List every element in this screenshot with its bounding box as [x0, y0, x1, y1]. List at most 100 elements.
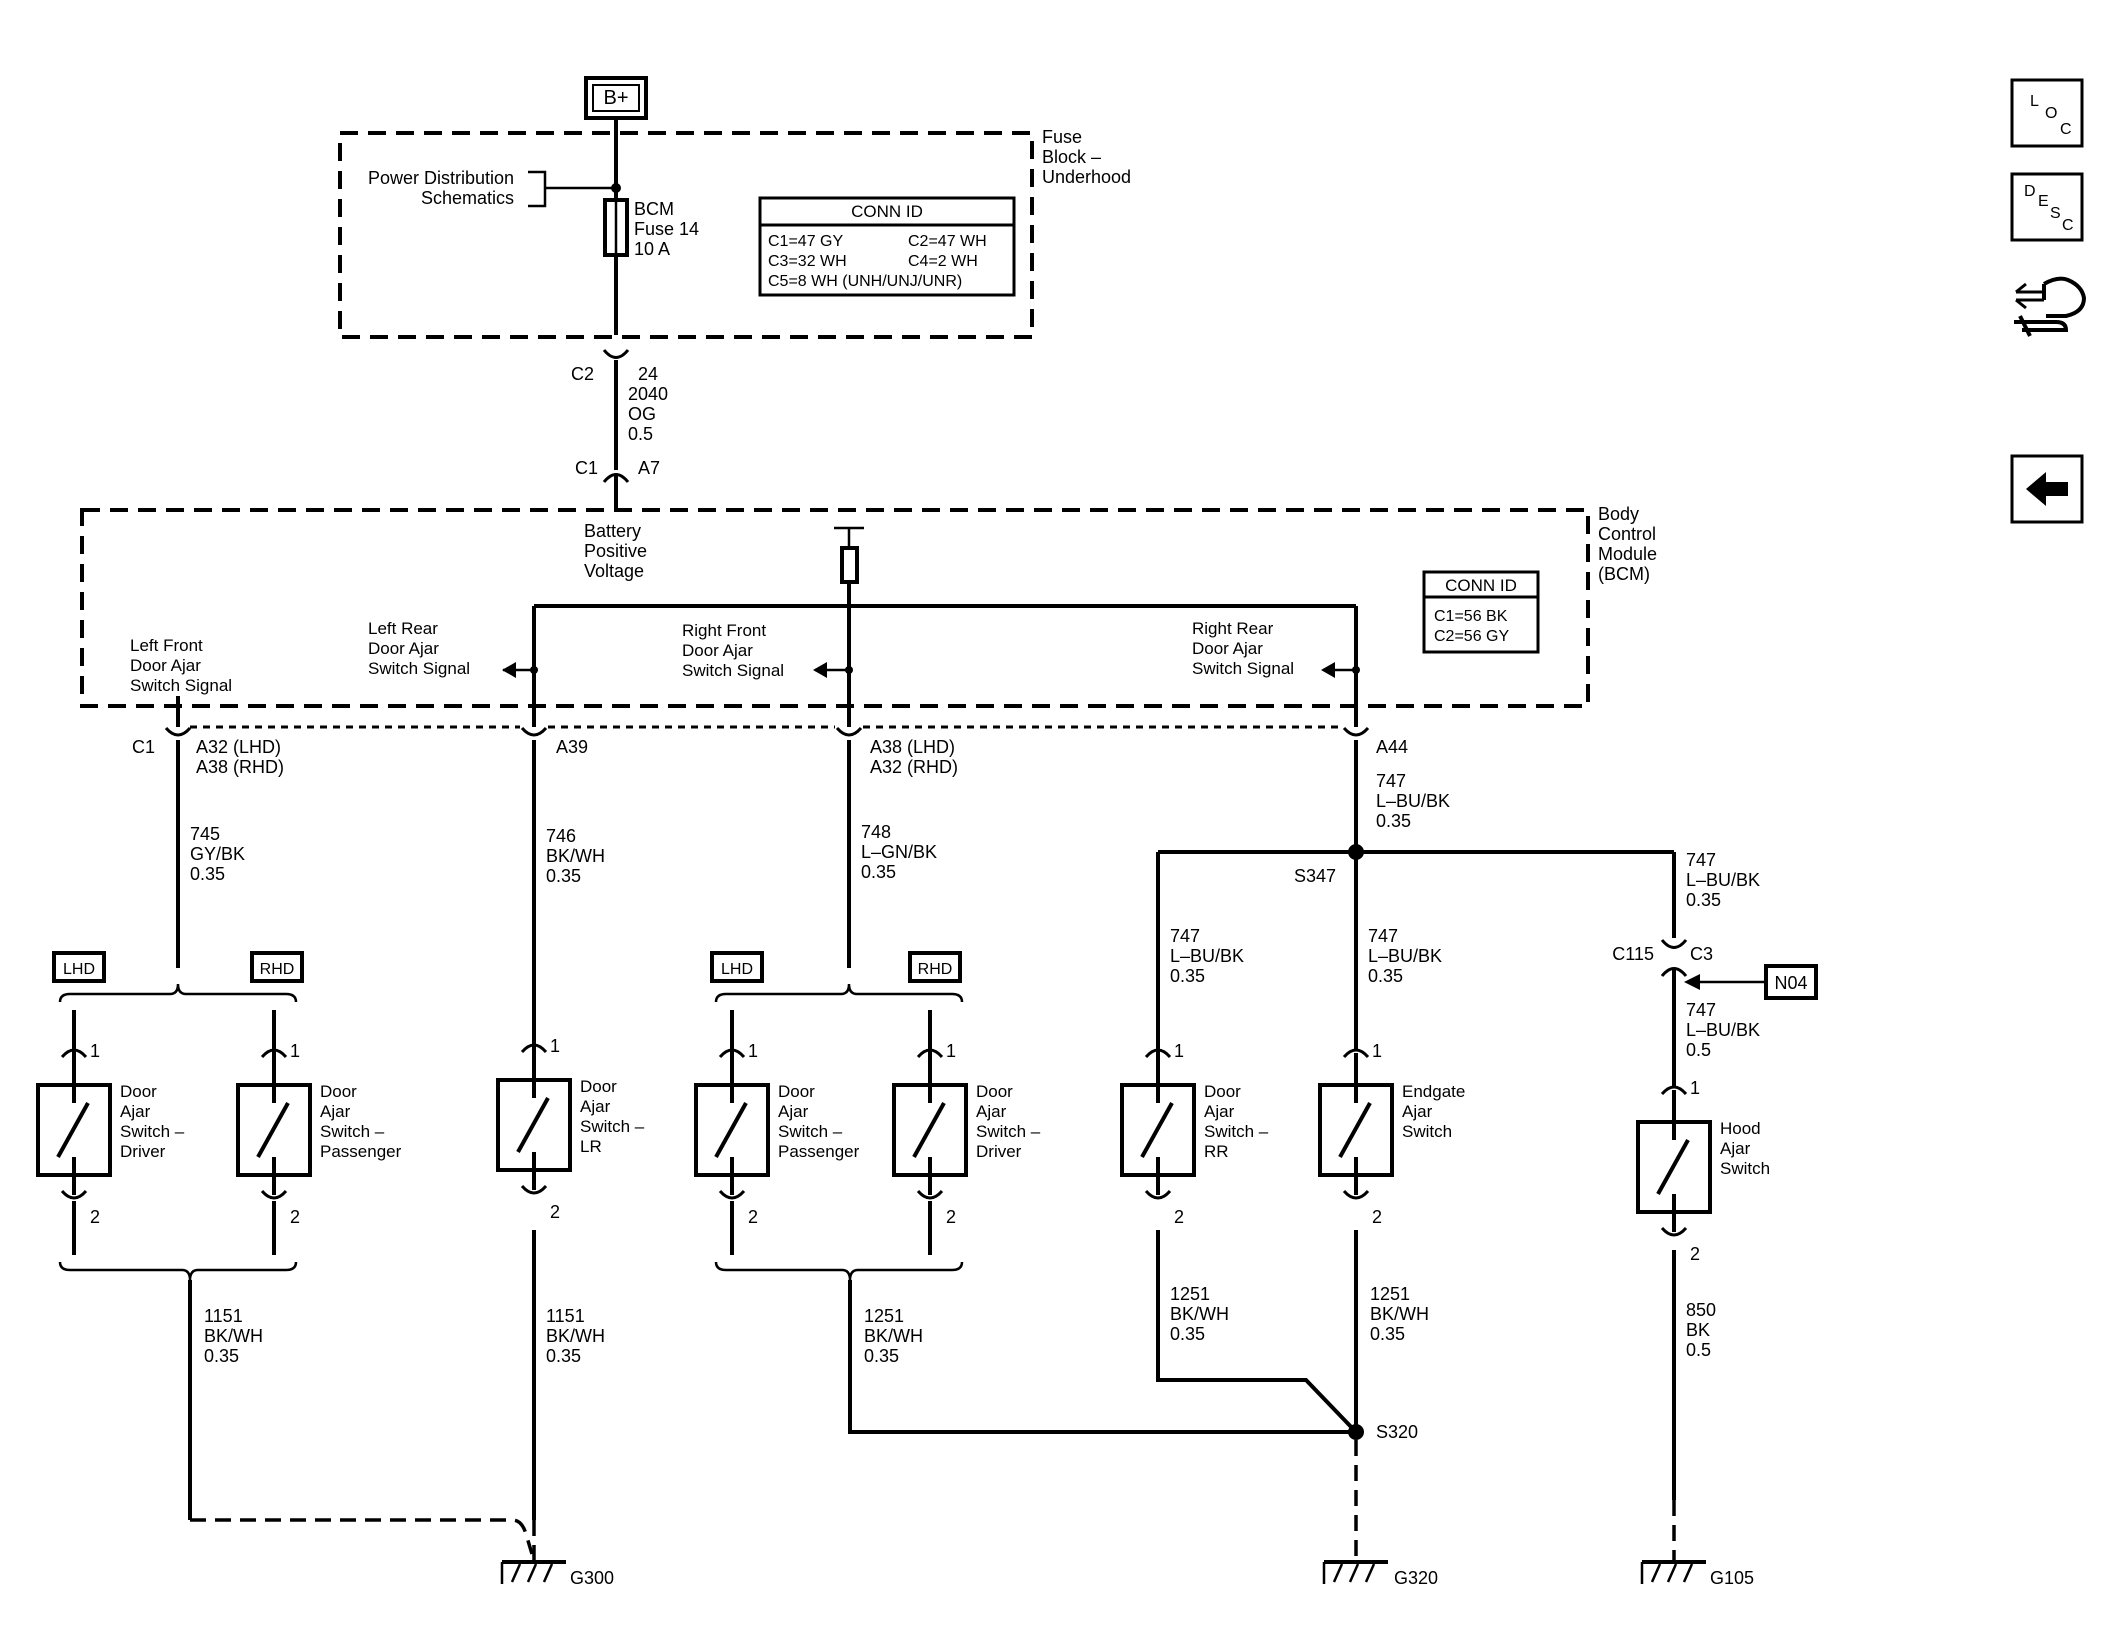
w1151-a-2: BK/WH — [204, 1326, 263, 1346]
option-lhd-left: LHD — [52, 951, 106, 983]
fuse-block-name-1: Fuse — [1042, 127, 1082, 147]
switch-label-line: Door — [778, 1082, 815, 1101]
w850-3: 0.5 — [1686, 1340, 1711, 1360]
switch-label-line: Door — [320, 1082, 357, 1101]
bcm-conn-id-title: CONN ID — [1445, 576, 1517, 595]
splice-s347: S347 — [1156, 844, 1674, 1060]
w1151-a-3: 0.35 — [204, 1346, 239, 1366]
switch-label-line: Door — [580, 1077, 617, 1096]
signal-right-rear: Right Rear Door Ajar Switch Signal — [1192, 619, 1360, 678]
diagnostic-hand-icon[interactable] — [2014, 276, 2087, 337]
feed-bot-conn: C1 — [575, 458, 598, 478]
pin-lf-2: A38 (RHD) — [196, 757, 284, 777]
desc-s: S — [2050, 205, 2061, 222]
switch-label-line: Ajar — [976, 1102, 1007, 1121]
w1151-b-2: BK/WH — [546, 1326, 605, 1346]
desc-d: D — [2024, 183, 2036, 200]
feed-wire-2: OG — [628, 404, 656, 424]
lhd-right-label: LHD — [721, 961, 753, 978]
bcm-conn-id-c2: C2=56 GY — [1434, 628, 1509, 645]
c115-label: C115 — [1612, 944, 1654, 964]
w748-3: 0.35 — [861, 862, 896, 882]
w747-eg-1: 747 — [1368, 926, 1398, 946]
w747-rr-2: L–BU/BK — [1170, 946, 1244, 966]
sig-lr-1: Left Rear — [368, 619, 438, 638]
switch-label-line: Hood — [1720, 1119, 1761, 1138]
switch-label-line: Ajar — [1204, 1102, 1235, 1121]
loc-button[interactable]: L O C — [2010, 78, 2084, 148]
w747-rr-3: 0.35 — [1170, 966, 1205, 986]
g105-label: G105 — [1710, 1568, 1754, 1588]
w746-3: 0.35 — [546, 866, 581, 886]
pin-two: 2 — [1372, 1207, 1382, 1227]
sig-rr-3: Switch Signal — [1192, 659, 1294, 678]
pin-two: 2 — [550, 1202, 560, 1222]
ground-g300: G300 — [500, 1560, 614, 1588]
pin-two: 2 — [748, 1207, 758, 1227]
sig-rr-1: Right Rear — [1192, 619, 1274, 638]
ref-n04: N04 — [1684, 964, 1818, 1000]
w745-3: 0.35 — [190, 864, 225, 884]
fuse-block-conn-id: CONN ID C1=47 GY C2=47 WH C3=32 WH C4=2 … — [758, 196, 1016, 297]
s320-label: S320 — [1376, 1422, 1418, 1442]
switch-label-line: Switch – — [320, 1122, 385, 1141]
c1-conn-label: C1 — [132, 737, 155, 757]
w748-1: 748 — [861, 822, 891, 842]
switch-label-line: Switch — [1402, 1122, 1452, 1141]
sig-lr-3: Switch Signal — [368, 659, 470, 678]
bcm-conn-id-c1: C1=56 BK — [1434, 608, 1508, 625]
switch-label-line: LR — [580, 1137, 602, 1156]
desc-c: C — [2062, 217, 2074, 234]
conn-id-title: CONN ID — [851, 202, 923, 221]
feed-wire-1: 2040 — [628, 384, 668, 404]
switch-label-line: Ajar — [580, 1097, 611, 1116]
w850-1: 850 — [1686, 1300, 1716, 1320]
fuse-block-name-3: Underhood — [1042, 167, 1131, 187]
pin-one: 1 — [290, 1041, 300, 1061]
switch-label-line: Switch – — [976, 1122, 1041, 1141]
w747-eg-2: L–BU/BK — [1368, 946, 1442, 966]
fuse-label-1: BCM — [634, 199, 674, 219]
signal-right-front: Right Front Door Ajar Switch Signal — [682, 621, 853, 680]
switch-label-line: Door — [120, 1082, 157, 1101]
g320-label: G320 — [1394, 1568, 1438, 1588]
pin-lr: A39 — [556, 737, 588, 757]
desc-button[interactable]: D E S C — [2010, 172, 2084, 242]
w1251-b-2: BK/WH — [1170, 1304, 1229, 1324]
option-rhd-left: RHD — [250, 951, 304, 983]
sig-rr-2: Door Ajar — [1192, 639, 1263, 658]
fuse-block-name-2: Block – — [1042, 147, 1101, 167]
bcm-name-3: Module — [1598, 544, 1657, 564]
c3-label: C3 — [1690, 944, 1713, 964]
back-arrow-button[interactable] — [2010, 454, 2084, 524]
option-rhd-right: RHD — [908, 951, 962, 983]
fuse-label-3: 10 A — [634, 239, 670, 259]
g300-label: G300 — [570, 1568, 614, 1588]
pin-one: 1 — [1174, 1041, 1184, 1061]
battery-label-2: Positive — [584, 541, 647, 561]
switch-label-line: Ajar — [320, 1102, 351, 1121]
loc-l: L — [2030, 93, 2039, 110]
fuse-label-2: Fuse 14 — [634, 219, 699, 239]
w748-2: L–GN/BK — [861, 842, 937, 862]
feed-top-conn: C2 — [571, 364, 594, 384]
signal-left-front: Left Front Door Ajar Switch Signal — [130, 636, 232, 727]
w747-rr-1: 747 — [1170, 926, 1200, 946]
w1151-b-1: 1151 — [546, 1306, 585, 1326]
rhd-left-label: RHD — [260, 961, 295, 978]
battery-label-3: Voltage — [584, 561, 644, 581]
power-dist-label-1: Power Distribution — [368, 168, 514, 188]
w747-main-2: L–BU/BK — [1376, 791, 1450, 811]
sig-rf-1: Right Front — [682, 621, 766, 640]
ref-n04-label: N04 — [1774, 973, 1807, 993]
w1251-c-1: 1251 — [1370, 1284, 1410, 1304]
fuse-block-underhood: Fuse Block – Underhood — [338, 127, 1131, 339]
body-control-module: Body Control Module (BCM) — [80, 504, 1657, 708]
w745-1: 745 — [190, 824, 220, 844]
feed-bot-pin: A7 — [638, 458, 660, 478]
